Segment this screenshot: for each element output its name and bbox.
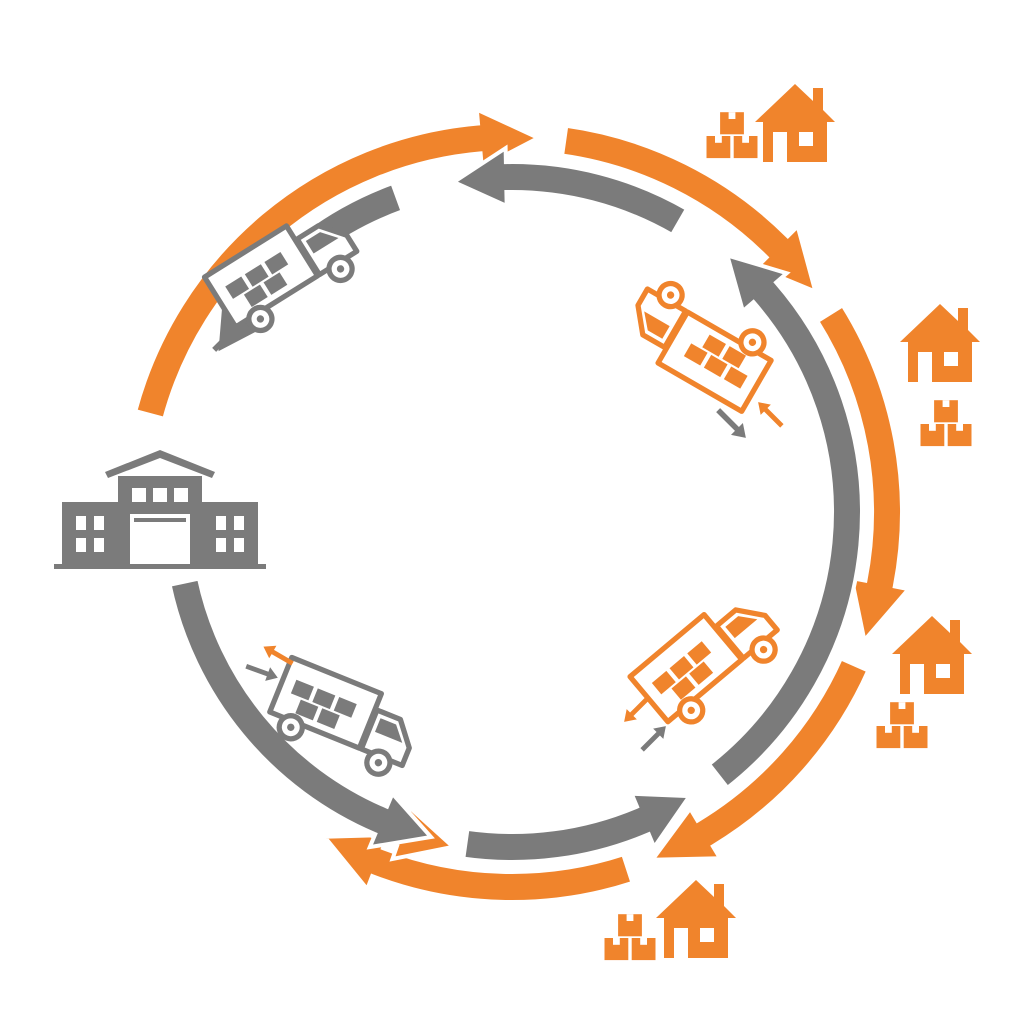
warehouse-icon [54, 450, 266, 569]
transfer-arrow-icon [712, 404, 752, 444]
outbound-arrow-3 [814, 302, 913, 645]
destination-2 [900, 304, 980, 447]
outbound-arrow-5 [320, 832, 636, 904]
house-icon [900, 304, 980, 382]
return-arrow-1 [449, 144, 690, 238]
transfer-arrow-icon [753, 397, 787, 431]
box-stack-icon [876, 702, 928, 749]
outbound-arrow-4 [648, 655, 871, 862]
destination-1 [706, 84, 835, 162]
return-arrow-4 [461, 791, 694, 864]
return-arrow-5 [167, 576, 435, 850]
destination-4 [604, 880, 736, 961]
house-icon [656, 880, 736, 958]
outbound-arrow-2 [559, 123, 819, 296]
box-stack-icon [604, 914, 656, 961]
return-loop-gray [167, 144, 864, 864]
box-stack-icon [706, 112, 758, 159]
return-arrow-3 [706, 252, 864, 791]
transfer-arrow-icon [243, 659, 281, 685]
house-icon [755, 84, 835, 162]
destination-3 [876, 616, 972, 749]
transfer-arrow-icon [619, 693, 653, 727]
return-arrow-2 [213, 180, 406, 359]
box-stack-icon [920, 400, 972, 447]
house-icon [892, 616, 972, 694]
transfer-arrow-icon [637, 721, 671, 755]
